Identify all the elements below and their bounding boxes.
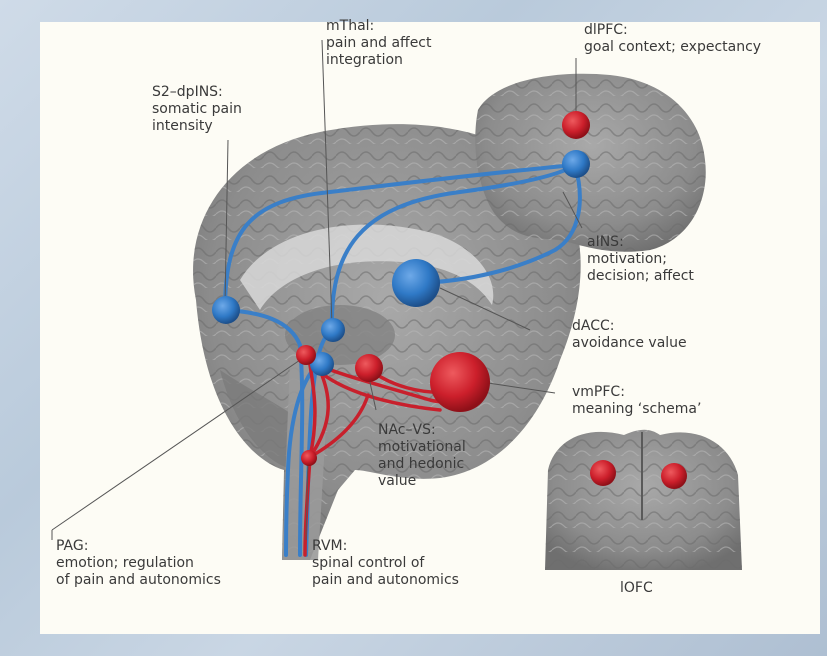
label-line: emotion; regulation (56, 555, 221, 572)
label-name: S2–dpINS: (152, 84, 242, 101)
node-pag (296, 345, 316, 365)
label-line: pain and autonomics (312, 572, 459, 589)
axial-brain (545, 430, 742, 570)
label-line: motivation; (587, 251, 694, 268)
label-name: lOFC (620, 580, 653, 597)
label-line: goal context; expectancy (584, 39, 761, 56)
label-line: somatic pain (152, 101, 242, 118)
label-name: NAc–VS: (378, 422, 466, 439)
label-lofc: lOFC (620, 580, 653, 597)
node-dacc (392, 259, 440, 307)
label-name: aINS: (587, 234, 694, 251)
label-line: value (378, 473, 466, 490)
label-line: spinal control of (312, 555, 459, 572)
label-pag: PAG: emotion; regulation of pain and aut… (56, 538, 221, 589)
node-s2-dpins (212, 296, 240, 324)
node-dlpfc (562, 111, 590, 139)
label-name: dlPFC: (584, 22, 761, 39)
label-s2-dpins: S2–dpINS: somatic pain intensity (152, 84, 242, 135)
label-name: RVM: (312, 538, 459, 555)
label-line: intensity (152, 118, 242, 135)
label-line: integration (326, 52, 432, 69)
label-ains: aINS: motivation; decision; affect (587, 234, 694, 285)
node-lofc-left (590, 460, 616, 486)
node-vmpfc (430, 352, 490, 412)
node-rvm (301, 450, 317, 466)
node-lofc-right (661, 463, 687, 489)
node-ains (562, 150, 590, 178)
node-nac-vs (355, 354, 383, 382)
label-rvm: RVM: spinal control of pain and autonomi… (312, 538, 459, 589)
label-name: dACC: (572, 318, 687, 335)
label-line: pain and affect (326, 35, 432, 52)
label-vmpfc: vmPFC: meaning ‘schema’ (572, 384, 701, 418)
label-nac-vs: NAc–VS: motivational and hedonic value (378, 422, 466, 490)
label-dacc: dACC: avoidance value (572, 318, 687, 352)
label-line: meaning ‘schema’ (572, 401, 701, 418)
label-dlpfc: dlPFC: goal context; expectancy (584, 22, 761, 56)
label-line: motivational (378, 439, 466, 456)
node-mthal (321, 318, 345, 342)
label-mthal: mThal: pain and affect integration (326, 18, 432, 69)
label-line: and hedonic (378, 456, 466, 473)
label-name: PAG: (56, 538, 221, 555)
label-line: decision; affect (587, 268, 694, 285)
label-name: vmPFC: (572, 384, 701, 401)
label-line: of pain and autonomics (56, 572, 221, 589)
label-name: mThal: (326, 18, 432, 35)
lateral-brain (475, 74, 706, 252)
label-line: avoidance value (572, 335, 687, 352)
